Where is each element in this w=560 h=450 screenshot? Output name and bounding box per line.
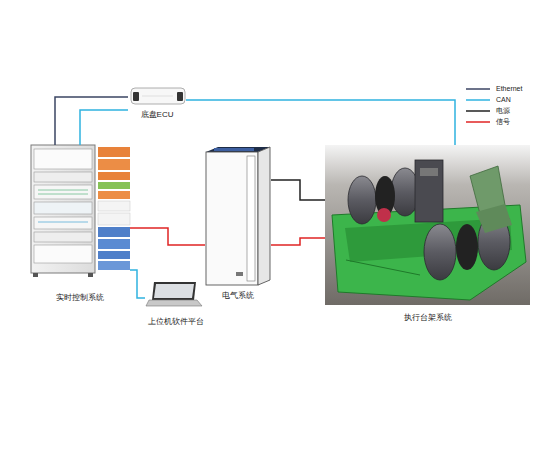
wire <box>271 180 325 200</box>
legend-line <box>466 108 490 114</box>
host-software-node: 上位机软件平台 <box>145 281 207 327</box>
legend-label: CAN <box>496 95 511 104</box>
wire <box>80 110 128 145</box>
legend-line <box>466 86 490 92</box>
legend-label: 电源 <box>496 106 510 115</box>
legend-line <box>466 97 490 103</box>
node-label: 实时控制系统 <box>55 293 105 302</box>
wire <box>130 228 205 245</box>
bench-photo <box>325 145 530 305</box>
node-label: 底盘ECU <box>140 110 175 119</box>
wire <box>186 100 455 145</box>
wire <box>130 270 145 298</box>
legend-row: Ethernet <box>466 83 522 94</box>
legend: EthernetCAN 电源信号 <box>466 83 522 127</box>
legend-label: Ethernet <box>496 84 522 93</box>
legend-line <box>466 119 490 125</box>
node-label: 执行台架系统 <box>403 313 453 322</box>
legend-row: 信号 <box>466 116 522 127</box>
ecu-node: 底盘ECU <box>128 86 186 120</box>
node-label: 电气系统 <box>221 291 255 300</box>
wire <box>55 97 128 145</box>
wire <box>271 238 325 245</box>
legend-label: 信号 <box>496 117 510 126</box>
node-label: 上位机软件平台 <box>147 317 205 326</box>
module-strip <box>98 147 130 270</box>
bench-system-node: 执行台架系统 <box>325 145 530 323</box>
electrical-cabinet <box>206 147 270 285</box>
control-system-node: 实时控制系统 <box>30 145 130 303</box>
legend-row: CAN <box>466 94 522 105</box>
laptop-picture <box>146 282 202 306</box>
legend-row: 电源 <box>466 105 522 116</box>
rack-cabinet <box>31 145 95 277</box>
electrical-system-node: 电气系统 <box>205 145 271 301</box>
ecu-picture <box>131 88 185 104</box>
